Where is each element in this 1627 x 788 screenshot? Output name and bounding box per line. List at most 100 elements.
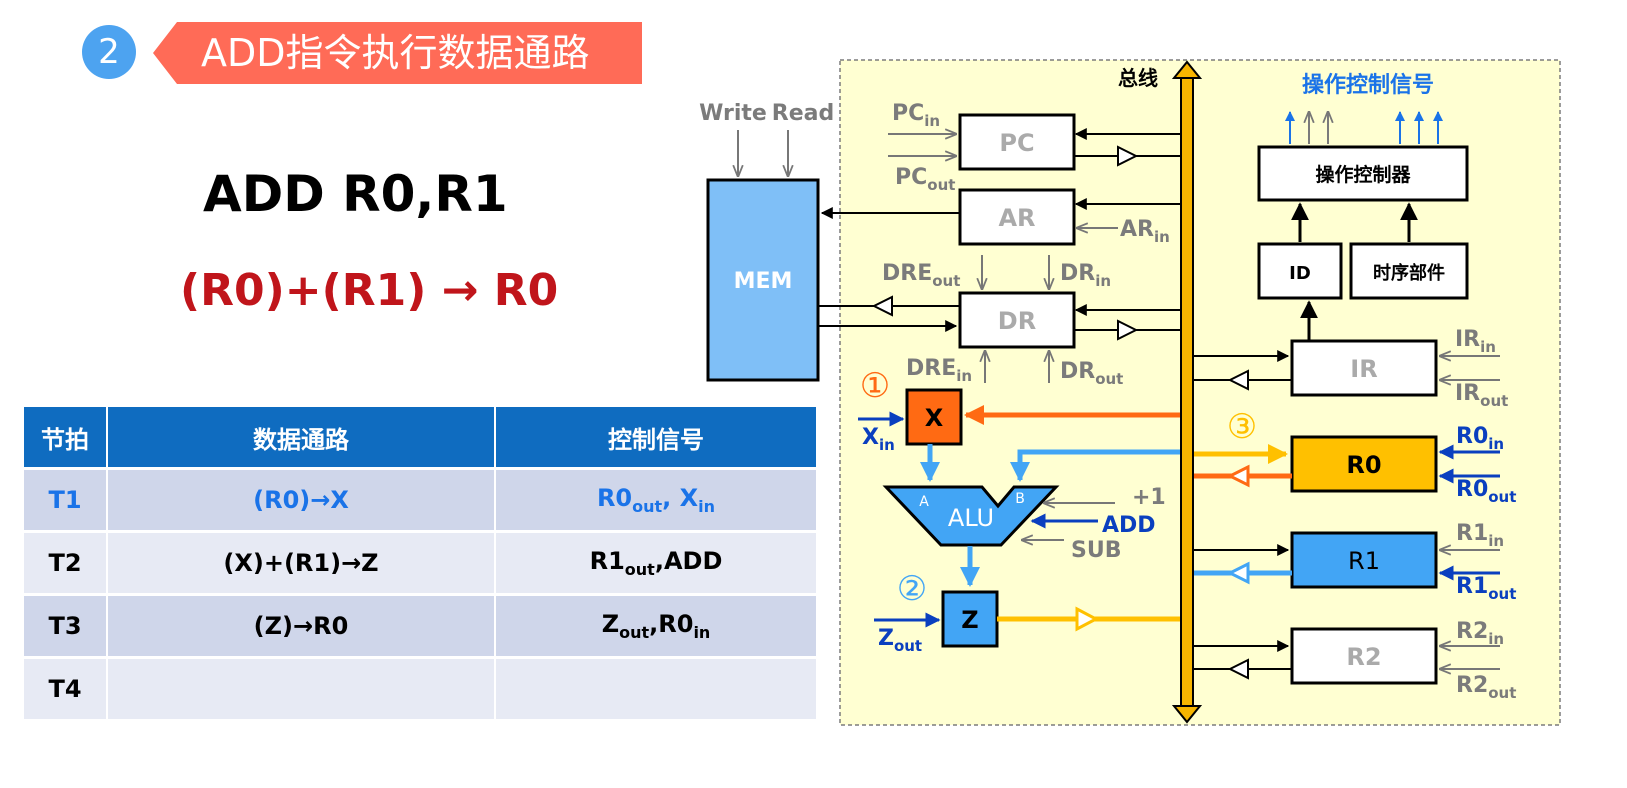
alu-label: ALU	[948, 504, 994, 532]
r1-out-signal: R1out	[1456, 574, 1516, 603]
dr-to-mem-gate	[871, 295, 893, 317]
controller-label: 操作控制器	[1315, 163, 1411, 186]
table-header-row: 节拍 数据通路 控制信号	[24, 407, 816, 467]
header-path: 数据通路	[108, 407, 494, 467]
signal-a-sub: out	[619, 622, 650, 642]
r1-out-gate	[1226, 561, 1250, 585]
dre-out-signal: DREout	[882, 261, 960, 290]
beat-cell: T4	[24, 659, 106, 719]
control-signal-table: 节拍 数据通路 控制信号 T1 (R0)→X R0out, Xin T2 (X)…	[22, 404, 818, 722]
step-number-badge: 2	[82, 25, 136, 79]
signal-a: R1	[589, 547, 625, 576]
path-cell: (X)+(R1)→Z	[108, 533, 494, 593]
r2-label: R2	[1346, 643, 1381, 671]
bus-label: 总线	[1118, 66, 1158, 90]
pc-in-signal: PCin	[892, 101, 940, 130]
instruction-text: ADD R0,R1	[203, 165, 508, 223]
beat-cell: T3	[24, 596, 106, 656]
dr-out-signal: DRout	[1060, 359, 1123, 388]
r1-in-signal: R1in	[1456, 521, 1504, 550]
control-signals-label: 操作控制信号	[1302, 72, 1434, 98]
operation-formula: (R0)+(R1) → R0	[180, 265, 559, 316]
ir-out-gate	[1227, 369, 1249, 391]
read-label: Read	[772, 101, 834, 126]
signal-b: ADD	[663, 547, 723, 576]
table-row: T2 (X)+(R1)→Z R1out,ADD	[24, 533, 816, 593]
alu-input-b-label: B	[1015, 491, 1025, 507]
write-label: Write	[699, 101, 767, 126]
path-cell: (Z)→R0	[108, 596, 494, 656]
system-bus	[1180, 75, 1194, 711]
x-in-signal: Xin	[862, 425, 895, 454]
pc-register	[958, 113, 1076, 171]
ir-register	[1290, 339, 1438, 397]
ir-out-signal: IRout	[1455, 381, 1508, 410]
r0-register	[1290, 435, 1438, 493]
memory-block	[706, 178, 820, 382]
signal-sep: ,	[662, 484, 680, 513]
r0-out-gate	[1226, 464, 1250, 488]
signals-cell: Zout,R0in	[496, 596, 816, 656]
table-row: T3 (Z)→R0 Zout,R0in	[24, 596, 816, 656]
dr-label: DR	[998, 307, 1036, 335]
x-register	[905, 388, 963, 446]
signal-a: R0	[596, 484, 633, 513]
timing-label: 时序部件	[1373, 262, 1445, 284]
decoder-label: ID	[1289, 263, 1311, 284]
path-cell: (R0)→X	[108, 470, 494, 530]
path-cell	[108, 659, 494, 719]
signal-b: X	[679, 484, 699, 513]
signal-sep: ,	[649, 610, 659, 639]
table-row: T4	[24, 659, 816, 719]
dr-register	[958, 291, 1076, 349]
step-marker-3: ③	[1227, 407, 1257, 447]
r2-out-signal: R2out	[1456, 673, 1516, 702]
signals-cell: R0out, Xin	[496, 470, 816, 530]
pc-label: PC	[999, 129, 1034, 157]
alu-sub-label: SUB	[1071, 538, 1121, 563]
z-label: Z	[961, 606, 978, 634]
step-marker-2: ②	[897, 569, 927, 609]
ir-in-signal: IRin	[1455, 327, 1496, 356]
r2-in-signal: R2in	[1456, 619, 1504, 648]
bus-top-arrow	[1171, 60, 1203, 79]
ar-label: AR	[998, 204, 1035, 232]
step-marker-1: ①	[860, 366, 890, 406]
r1-label: R1	[1348, 547, 1380, 575]
memory-label: MEM	[734, 269, 793, 294]
bus-to-alu-b-path	[1010, 449, 1180, 482]
header-beat: 节拍	[24, 407, 106, 467]
r2-out-gate	[1227, 658, 1249, 680]
header-signals: 控制信号	[496, 407, 816, 467]
signal-b-sub: in	[698, 496, 716, 516]
signal-a-sub: out	[632, 496, 663, 516]
beat-cell: T2	[24, 533, 106, 593]
pc-out-signal: PCout	[895, 165, 955, 194]
page-title: ADD指令执行数据通路	[201, 31, 590, 75]
table-row: T1 (R0)→X R0out, Xin	[24, 470, 816, 530]
alu-unit	[882, 485, 1060, 547]
r0-in-signal: R0in	[1456, 424, 1504, 453]
alu-plus1-label: +1	[1132, 485, 1166, 510]
ir-label: IR	[1350, 355, 1377, 383]
r2-register	[1290, 627, 1438, 685]
r1-register	[1290, 531, 1438, 589]
dre-in-signal: DREin	[906, 356, 972, 385]
title-banner: ADD指令执行数据通路	[153, 22, 642, 84]
z-out-gate	[1075, 606, 1100, 632]
r0-label: R0	[1346, 451, 1381, 479]
bus-bottom-arrow	[1171, 705, 1203, 724]
signal-b-sub: in	[693, 622, 711, 642]
signal-a-sub: out	[624, 559, 655, 579]
beat-cell: T1	[24, 470, 106, 530]
banner-shape	[153, 22, 642, 84]
dr-in-signal: DRin	[1060, 261, 1111, 290]
x-label: X	[925, 404, 944, 432]
signals-cell	[496, 659, 816, 719]
instruction-decoder	[1257, 242, 1343, 300]
pc-out-gate	[1117, 145, 1139, 167]
signals-cell: R1out,ADD	[496, 533, 816, 593]
alu-add-label: ADD	[1102, 513, 1156, 538]
signal-a: Z	[601, 610, 620, 639]
